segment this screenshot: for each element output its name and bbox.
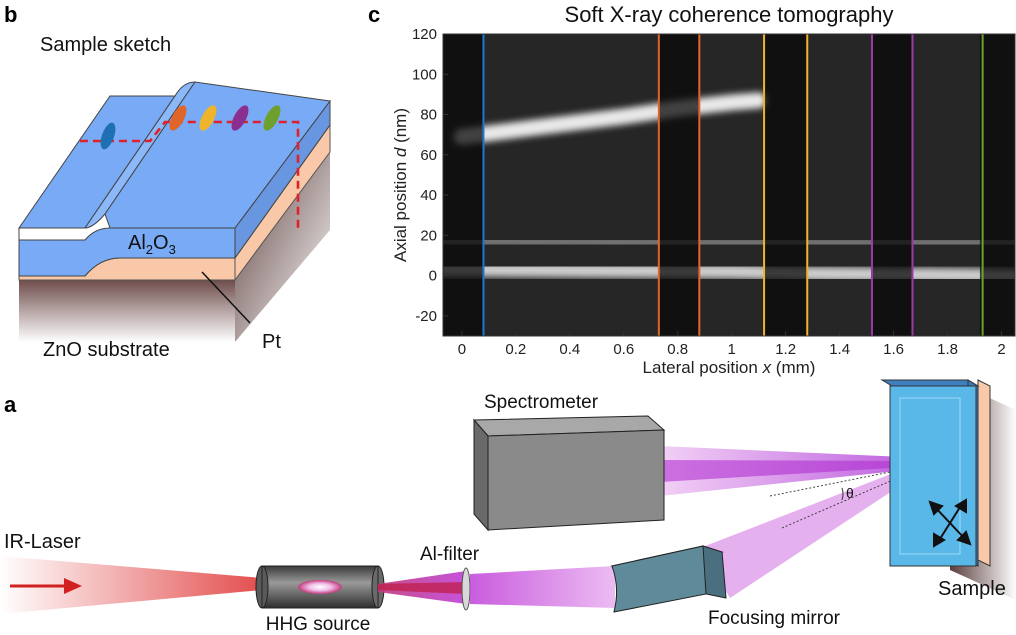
sample-top: [880, 379, 980, 387]
y-axis-ticks: 120 100 80 60 40 20 0 -20: [412, 26, 448, 325]
label-hhg-source: HHG source: [266, 614, 371, 635]
x-tick-label-2: 0.4: [559, 341, 580, 358]
xuv-beam-to-sample: [700, 462, 924, 598]
sample-face-inner: [899, 397, 961, 555]
x-tick-label-4: 0.8: [667, 341, 688, 358]
scan-marker-3: [199, 105, 217, 131]
mirror-side: [702, 545, 727, 599]
x-tick-label-0: 0: [458, 341, 466, 358]
x-tick-label-3: 0.6: [613, 341, 634, 358]
label-al-filter: Al-filter: [420, 544, 480, 565]
pt-leader-line: [201, 271, 251, 324]
label-substrate: ZnO substrate: [43, 339, 170, 361]
plot-frame: [442, 33, 1016, 337]
substrate-side: [235, 152, 330, 342]
al-filter: [461, 567, 471, 611]
upper-interface-band: [453, 92, 767, 145]
vertical-lines: [482, 34, 984, 336]
scan-marker-2: [169, 105, 187, 131]
dark-bands: [443, 34, 1015, 336]
label-spectrometer: Spectrometer: [484, 392, 599, 413]
y-tick-label-7: -20: [415, 308, 437, 325]
sample-pt-layer: [977, 379, 991, 567]
laser-beam: [0, 556, 262, 614]
theta-arc: [841, 487, 844, 501]
scan-markers: [100, 105, 281, 150]
label-al2o3: Al2O3: [128, 232, 176, 257]
lower-interface-band: [443, 262, 1015, 283]
dark-band-3: [764, 34, 808, 336]
spectrometer-front: [487, 429, 665, 531]
panel-c: c Soft X-ray coherence tomography 120100…: [368, 2, 1016, 377]
x-tick-label-7: 1.4: [829, 341, 850, 358]
x-tick-label-1: 0.2: [505, 341, 526, 358]
x-tick-label-6: 1.2: [775, 341, 796, 358]
y-tick-label-1: 100: [412, 66, 437, 83]
panel-b-letter: b: [4, 2, 17, 27]
pt-interface-band: [443, 235, 1015, 250]
panel-a: a IR-Laser HHG source Al-filter Focusing…: [0, 379, 1016, 635]
dark-band-2: [658, 34, 700, 336]
y-tick-label-6: 0: [429, 268, 437, 285]
x-tick-label-10: 2: [997, 341, 1005, 358]
panel-b: b Sample sketch Al2O3 Pt ZnO substrate: [4, 2, 331, 361]
heatmap-background: [443, 34, 1015, 336]
spectrometer-left: [473, 418, 489, 532]
scan-path: [80, 120, 300, 228]
residual-ir-beam: [378, 582, 466, 594]
laser-arrow-head: [64, 578, 82, 594]
hhg-plasma: [298, 580, 342, 594]
scan-marker-4: [231, 105, 249, 131]
scan-marker-5: [263, 105, 281, 131]
panel-c-letter: c: [368, 2, 380, 27]
label-theta: θ: [846, 485, 854, 501]
heatmap-area: [443, 34, 1015, 336]
label-pt: Pt: [262, 331, 281, 353]
scan-marker-1: [100, 122, 116, 150]
mirror-front: [611, 545, 709, 613]
chart-title: Soft X-ray coherence tomography: [565, 2, 894, 27]
x-axis-label: Lateral position x (mm): [643, 358, 816, 377]
x-tick-label-5: 1: [728, 341, 736, 358]
y-tick-label-5: 20: [420, 227, 437, 244]
y-tick-label-2: 80: [420, 107, 437, 124]
substrate-front: [19, 280, 235, 342]
y-axis-label: Axial position d (nm): [391, 108, 410, 262]
dark-band-4: [872, 34, 913, 336]
panel-a-letter: a: [4, 392, 17, 417]
y-tick-label-4: 40: [420, 187, 437, 204]
reflected-beam-core: [660, 460, 925, 482]
label-ir-laser: IR-Laser: [4, 531, 81, 553]
panel-b-title: Sample sketch: [40, 34, 171, 56]
label-sample: Sample: [938, 578, 1006, 600]
xuv-beam-to-mirror: [470, 566, 615, 608]
y-tick-label-0: 120: [412, 26, 437, 43]
dark-band-5: [979, 34, 1015, 336]
x-tick-label-9: 1.8: [937, 341, 958, 358]
dark-band-1: [443, 34, 484, 336]
label-focusing-mirror: Focusing mirror: [708, 608, 841, 629]
x-axis-ticks: 0 0.2 0.4 0.6 0.8 1 1.2 1.4 1.6 1.8 2: [458, 331, 1006, 358]
translation-arrows: [928, 498, 972, 548]
x-tick-label-8: 1.6: [883, 341, 904, 358]
y-tick-label-3: 60: [420, 147, 437, 164]
sample-face: [889, 385, 977, 567]
